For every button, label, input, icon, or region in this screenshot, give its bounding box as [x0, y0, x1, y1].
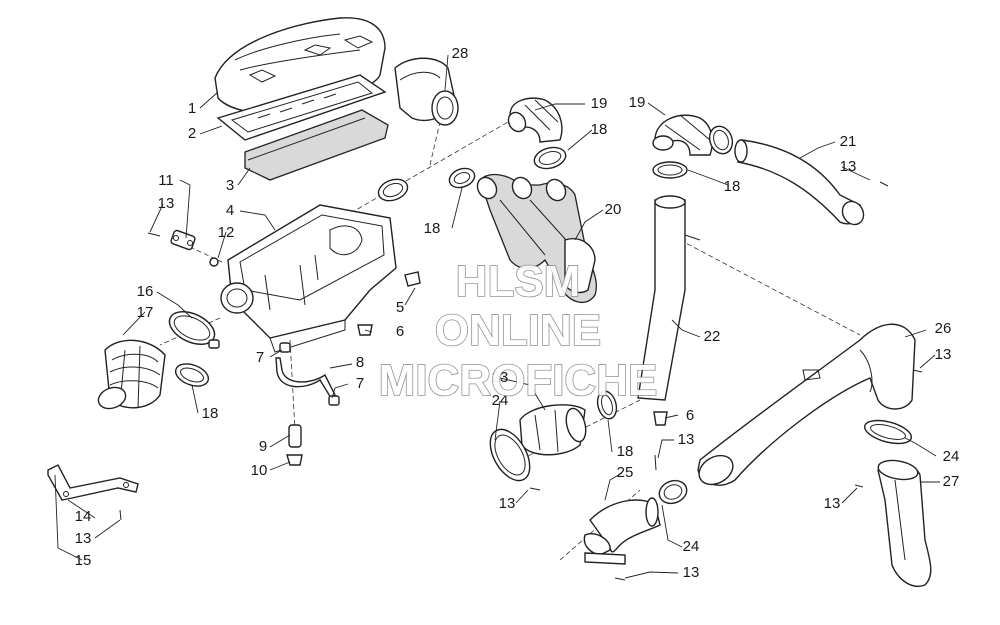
callout-6a: 6 — [396, 323, 404, 340]
callout-22: 22 — [704, 328, 721, 345]
callout-3: 3 — [226, 177, 234, 194]
callout-18e: 18 — [617, 443, 634, 460]
callout-10: 10 — [251, 462, 268, 479]
callout-25: 25 — [617, 464, 634, 481]
clamp-18-upper[interactable] — [532, 144, 568, 172]
callout-7a: 7 — [256, 349, 264, 366]
duct-housing[interactable] — [694, 323, 916, 490]
callout-23: 23 — [492, 369, 509, 386]
callout-13f: 13 — [683, 564, 700, 581]
callout-26: 26 — [935, 320, 952, 337]
callout-9: 9 — [259, 438, 267, 455]
callout-13d: 13 — [499, 495, 516, 512]
callout-13a: 13 — [158, 195, 175, 212]
clip[interactable] — [404, 271, 421, 287]
callout-17: 17 — [137, 304, 154, 321]
callout-18c: 18 — [591, 121, 608, 138]
transition-boot[interactable] — [519, 404, 589, 456]
elbow-boot[interactable] — [583, 497, 661, 556]
clamp-18-right-lower[interactable] — [652, 161, 688, 179]
callout-12: 12 — [218, 224, 235, 241]
callout-4: 4 — [226, 202, 234, 219]
callout-28: 28 — [452, 45, 469, 62]
grommet[interactable] — [209, 257, 219, 267]
callout-15: 15 — [75, 552, 92, 569]
mounting-bracket[interactable] — [47, 464, 139, 501]
screws-13 — [119, 181, 923, 581]
callout-27: 27 — [943, 473, 960, 490]
curved-tube[interactable] — [734, 139, 868, 228]
callout-18a: 18 — [424, 220, 441, 237]
watermark-line-2: ONLINE — [435, 306, 601, 355]
dual-intake-manifold[interactable] — [474, 173, 597, 304]
filter-element[interactable] — [244, 109, 389, 181]
elbow-19-right[interactable] — [652, 114, 713, 156]
pre-filter[interactable] — [394, 57, 459, 126]
callout-13g: 13 — [935, 346, 952, 363]
mounting-plate[interactable] — [584, 552, 626, 565]
leader-lines — [54, 54, 940, 579]
callout-16: 16 — [137, 283, 154, 300]
watermark: HLSM ONLINE MICROFICHE — [378, 256, 658, 406]
clamp-18-top-left[interactable] — [375, 175, 410, 204]
callout-14: 14 — [75, 508, 92, 525]
seal-ring-24-right[interactable] — [862, 416, 914, 448]
clamp-18-right-upper[interactable] — [706, 123, 736, 157]
callout-6b: 6 — [686, 407, 694, 424]
callout-1: 1 — [188, 100, 196, 117]
callout-18b: 18 — [202, 405, 219, 422]
callout-19b: 19 — [629, 94, 646, 111]
air-sensor[interactable] — [170, 229, 196, 251]
clamp-18-left[interactable] — [173, 360, 212, 390]
callout-labels: 1 2 3 4 5 6 7 8 7 9 10 11 13 12 18 16 17… — [75, 45, 960, 581]
drain-fitting-right[interactable] — [653, 411, 668, 426]
callout-18d: 18 — [724, 178, 741, 195]
callout-19a: 19 — [591, 95, 608, 112]
drain-hose-assembly[interactable] — [275, 342, 340, 466]
air-box-base[interactable] — [220, 204, 397, 353]
intake-bellows[interactable] — [95, 339, 166, 412]
callout-24a: 24 — [492, 392, 509, 409]
callout-8: 8 — [356, 354, 364, 371]
clamp-18-top-mid[interactable] — [447, 165, 478, 191]
callout-21: 21 — [840, 133, 857, 150]
watermark-line-1: HLSM — [456, 257, 581, 306]
lower-duct[interactable] — [877, 458, 932, 587]
callout-7b: 7 — [356, 375, 364, 392]
callout-20: 20 — [605, 201, 622, 218]
elbow-19-left[interactable] — [505, 97, 563, 143]
callout-13e: 13 — [678, 431, 695, 448]
clamp-16[interactable] — [164, 305, 220, 351]
gasket[interactable] — [216, 74, 387, 141]
callout-5: 5 — [396, 299, 404, 316]
callout-24c: 24 — [943, 448, 960, 465]
callout-13b: 13 — [75, 530, 92, 547]
seal-ring-24-lower[interactable] — [656, 477, 690, 507]
long-duct[interactable] — [637, 195, 701, 401]
callout-13c: 13 — [840, 158, 857, 175]
callout-13h: 13 — [824, 495, 841, 512]
callout-11: 11 — [158, 172, 174, 189]
callout-24b: 24 — [683, 538, 700, 555]
clamp-18-center[interactable] — [595, 389, 620, 421]
watermark-line-3: MICROFICHE — [379, 356, 658, 405]
callout-2: 2 — [188, 125, 196, 142]
